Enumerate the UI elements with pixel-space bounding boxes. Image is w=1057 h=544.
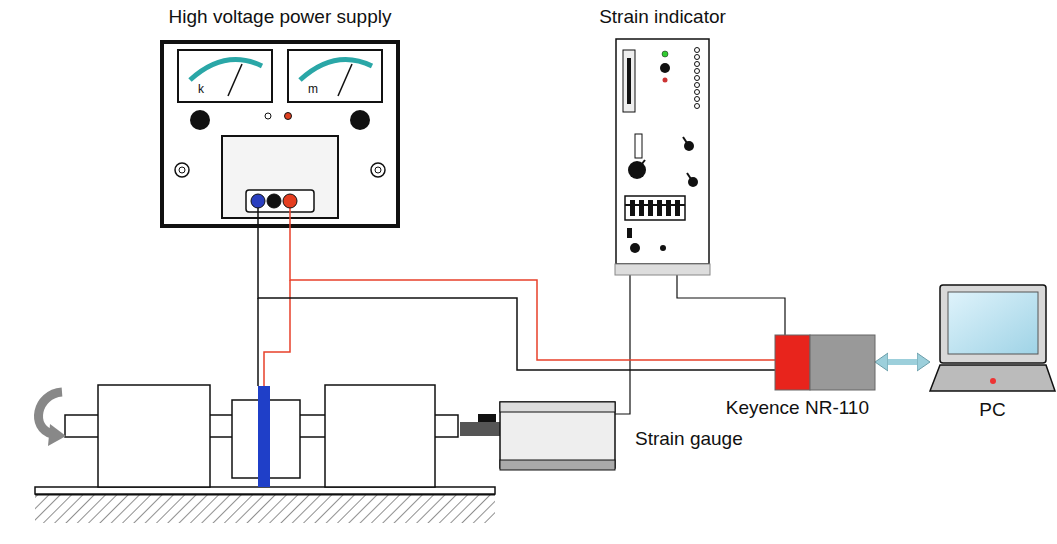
- drawing-part: [930, 365, 1055, 391]
- drawing-part: [289, 206, 291, 228]
- bearing-block: [325, 385, 435, 487]
- drawing-part: [265, 113, 271, 119]
- strain-indicator-shape: [615, 38, 710, 275]
- drawing-part: [288, 50, 382, 102]
- drawing-part: [695, 104, 700, 109]
- drawing-part: [660, 245, 666, 251]
- label-holder: Strain gauge: [635, 428, 743, 450]
- drawing-part: [695, 97, 700, 102]
- drawing-part: [683, 137, 689, 146]
- laptop-pc-shape: [930, 285, 1055, 395]
- drawing-part: [695, 55, 700, 60]
- drawing-part: [695, 83, 700, 88]
- drawing-part: [178, 50, 272, 102]
- drawing-part: [623, 50, 635, 112]
- drawing-part: [162, 42, 398, 226]
- drawing-part: [637, 160, 645, 170]
- drawing-part: [630, 200, 635, 216]
- drawing-part: [190, 60, 262, 80]
- base-plate: [35, 487, 495, 494]
- wire: [264, 280, 290, 386]
- drawing-part: [350, 110, 370, 130]
- strain-gauge: Strain gauge: [460, 400, 615, 472]
- drawing-part: [246, 190, 314, 212]
- drawing-part: [657, 200, 662, 216]
- drawing-part: [666, 200, 671, 216]
- drawing-part: [625, 204, 685, 206]
- drawing-part: [940, 285, 1046, 363]
- drawing-part: [190, 110, 210, 130]
- drawing-part: [478, 414, 496, 422]
- label-holder: Keyence NR-110: [726, 397, 869, 419]
- data-logger: Keyence NR-110: [775, 335, 875, 390]
- rotation-arrowhead: [48, 424, 66, 446]
- drawing-part: [267, 194, 281, 208]
- drawing-part: [810, 335, 875, 390]
- wire-connector: [677, 275, 785, 335]
- drawing-part: [222, 136, 338, 218]
- drawing-part: [660, 63, 670, 73]
- drawing-part: [500, 460, 615, 470]
- wire-connector: [615, 275, 630, 414]
- drawing-part: [630, 243, 640, 253]
- meter-unit: k: [198, 82, 204, 96]
- drawing-part: [179, 167, 185, 173]
- device-label: High voltage power supply: [169, 6, 392, 27]
- drawing-part: [251, 194, 265, 208]
- drawing-part: [300, 60, 372, 80]
- drawing-part: [695, 76, 700, 81]
- drawing-part: [627, 228, 632, 238]
- drawing-part: [616, 39, 709, 264]
- electrode-band: [258, 386, 270, 487]
- meter-unit: m: [308, 82, 318, 96]
- drawing-part: [625, 196, 685, 220]
- power-supply-shape: [160, 40, 400, 228]
- label-holder: Strain indicator: [599, 6, 726, 28]
- laptop-pc: PC: [930, 285, 1055, 395]
- device-label: Keyence NR-110: [726, 397, 869, 418]
- drawing-part: [500, 402, 615, 412]
- drawing-part: [371, 163, 385, 177]
- strain-indicator: Strain indicator: [615, 38, 710, 275]
- strain-gauge-shape: [460, 400, 615, 472]
- device-label: Strain gauge: [635, 428, 743, 449]
- drawing-part: [775, 335, 810, 390]
- bearing-block: [98, 385, 210, 487]
- wire-connector: [888, 359, 917, 365]
- drawing-part: [175, 163, 189, 177]
- drawing-part: [500, 402, 615, 468]
- drawing-part: [695, 48, 700, 53]
- drawing-part: [675, 200, 680, 216]
- drawing-part: [628, 161, 646, 179]
- drawing-part: [228, 64, 242, 96]
- drawing-part: [648, 200, 653, 216]
- drawing-part: [338, 64, 352, 96]
- drawing-part: [615, 264, 710, 275]
- drawing-part: [990, 378, 996, 384]
- ground-hatching: [35, 495, 495, 523]
- data-logger-shape: [775, 335, 875, 390]
- label-holder: PC: [979, 399, 1005, 421]
- drawing-part: [695, 69, 700, 74]
- drawing-part: [627, 58, 631, 104]
- drawing-part: [948, 292, 1038, 354]
- device-label: Strain indicator: [599, 6, 726, 27]
- device-label: PC: [979, 399, 1005, 420]
- drawing-part: [257, 206, 259, 228]
- drawing-part: [285, 113, 292, 120]
- drawing-part: [460, 422, 500, 436]
- drawing-part: [635, 134, 642, 158]
- drawing-part: [663, 78, 668, 83]
- power-supply: High voltage power supply: [160, 40, 400, 228]
- drawing-part: [639, 200, 644, 216]
- drawing-part: [695, 62, 700, 67]
- drawing-part: [695, 90, 700, 95]
- drawing-part: [662, 51, 668, 57]
- drawing-part: [375, 167, 381, 173]
- wire: [257, 298, 259, 386]
- label-holder: High voltage power supply: [169, 6, 392, 28]
- drawing-part: [687, 173, 693, 182]
- drawing-part: [283, 194, 297, 208]
